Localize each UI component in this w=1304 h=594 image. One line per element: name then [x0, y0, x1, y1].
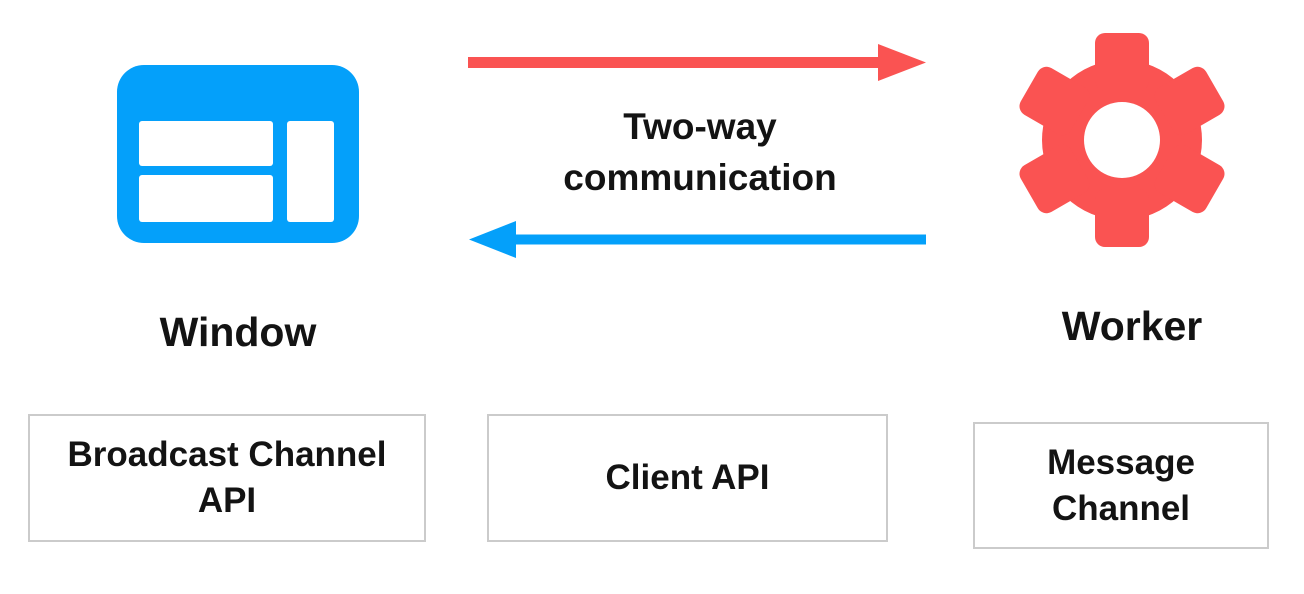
gear-icon — [1019, 33, 1225, 247]
message-channel-box: Message Channel — [973, 422, 1269, 549]
window-label: Window — [159, 309, 317, 355]
broadcast-channel-api-label: Broadcast Channel API — [67, 435, 387, 520]
message-channel-label: Message Channel — [1047, 442, 1195, 528]
center-label-line-2: communication — [563, 157, 837, 198]
arrow-worker-to-window — [469, 221, 926, 258]
broadcast-channel-api-box: Broadcast Channel API — [28, 414, 426, 542]
two-way-communication-label: Two-way communication — [490, 101, 910, 203]
worker-label: Worker — [1061, 303, 1203, 349]
center-label-line-1: Two-way — [623, 106, 777, 147]
client-api-box: Client API — [487, 414, 888, 542]
browser-window-icon — [117, 65, 359, 243]
arrow-window-to-worker — [468, 44, 926, 81]
client-api-label: Client API — [605, 458, 770, 497]
